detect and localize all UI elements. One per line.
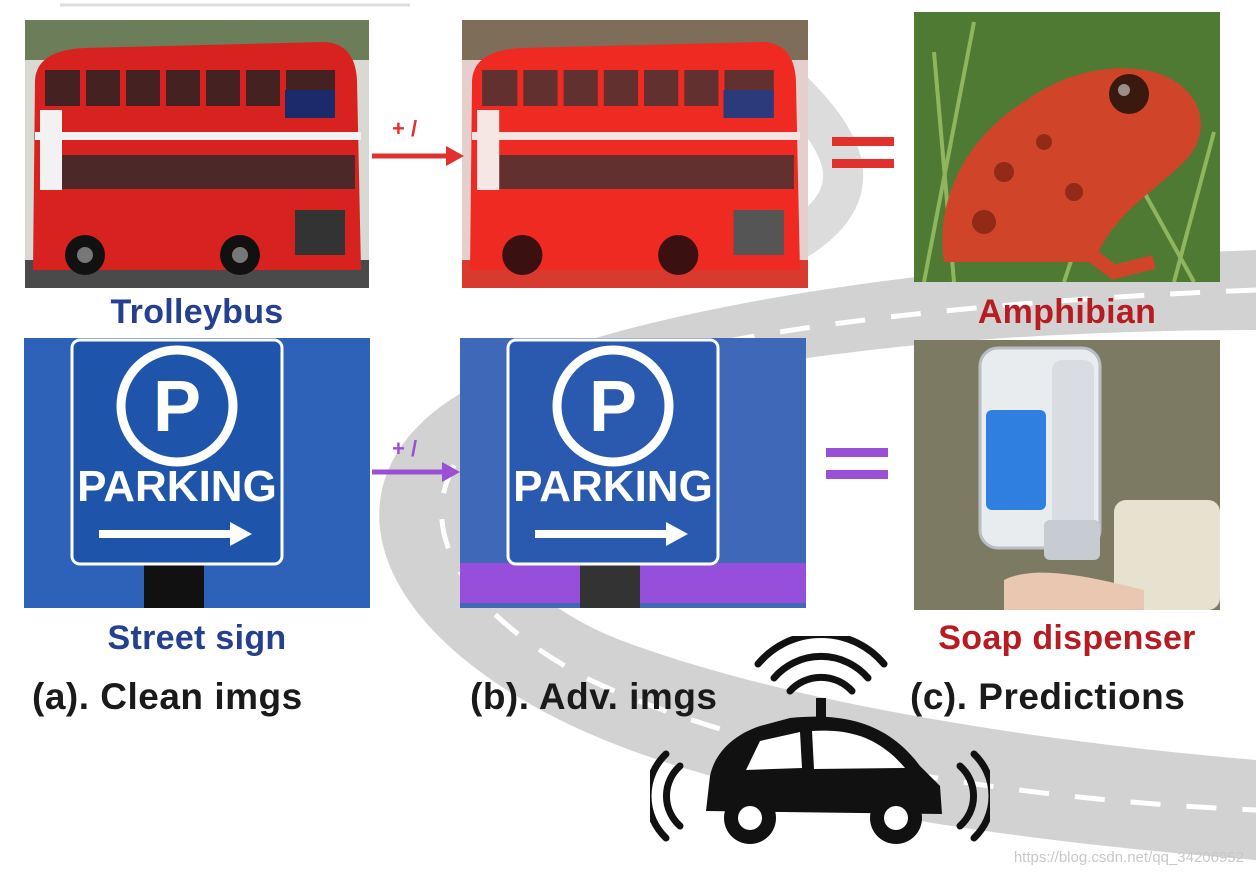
sign-letter: P [153,367,201,447]
clean-image-parking-sign: P PARKING [24,338,370,608]
clean-label-row2: Street sign [107,619,287,657]
perturbation-label-row1: + / [392,116,418,141]
adversarial-image-parking-sign: P PARKING [460,338,806,608]
prediction-image-frog [914,12,1220,282]
prediction-label-row2: Soap dispenser [938,619,1196,657]
caption-adv-imgs: (b). Adv. imgs [470,676,718,717]
prediction-label-row1: Amphibian [977,293,1157,331]
self-driving-car-icon [650,636,990,844]
perturbation-arrow-row1 [372,146,464,166]
watermark: https://blog.csdn.net/qq_34206952 [1013,849,1244,866]
sign-text: PARKING [77,462,277,511]
equals-sign-row1 [832,137,894,168]
caption-predictions: (c). Predictions [910,676,1186,717]
perturbation-label-row2: + / [392,436,418,461]
adv-sign-text: PARKING [513,462,713,511]
caption-clean-imgs: (a). Clean imgs [32,676,303,717]
equals-sign-row2 [826,448,888,479]
clean-label-row1: Trolleybus [110,293,284,331]
prediction-image-soap-dispenser [914,340,1220,610]
perturbation-arrow-row2 [372,462,460,482]
adv-sign-letter: P [589,367,637,447]
clean-image-bus [25,20,369,288]
adversarial-image-bus [462,20,808,288]
